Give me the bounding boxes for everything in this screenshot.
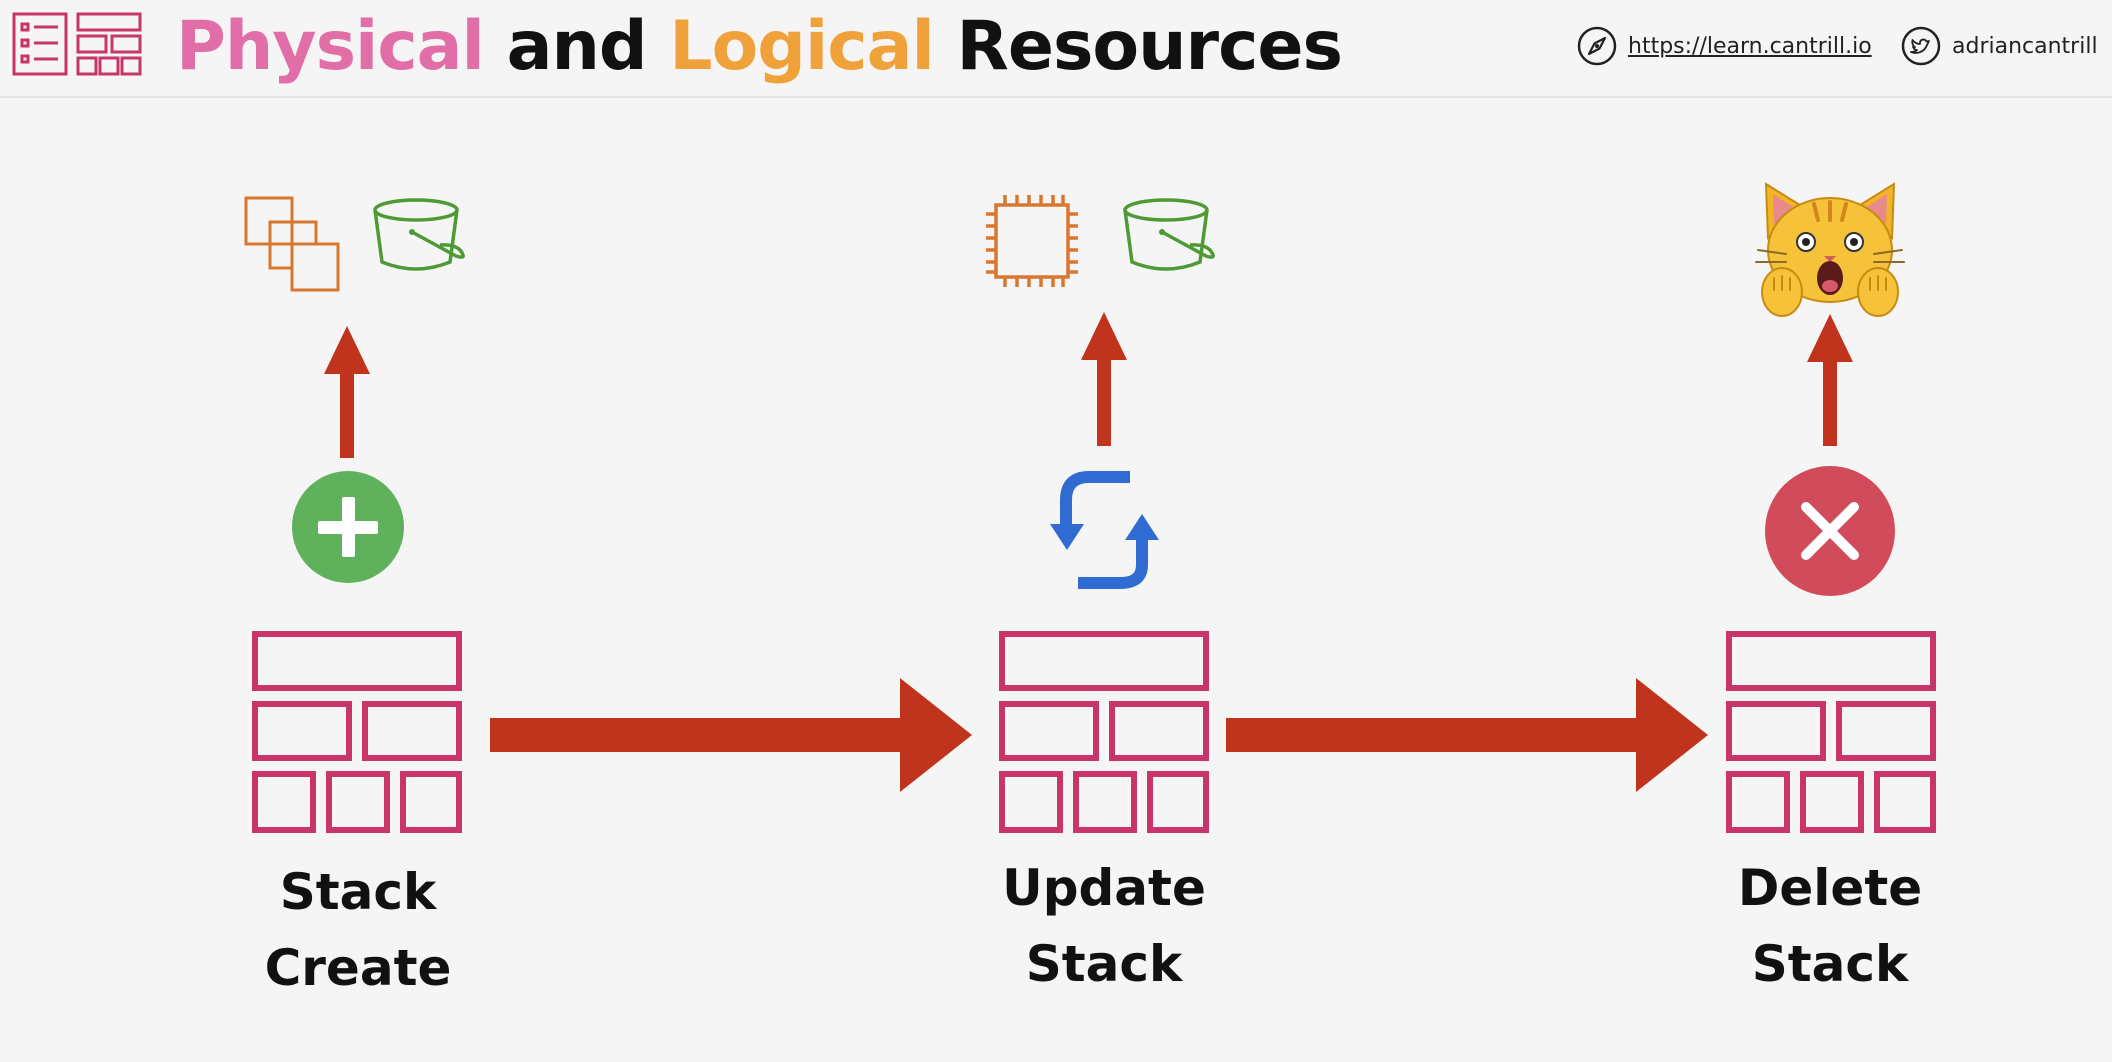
stage-label-update-line1: Update — [1002, 859, 1206, 917]
ec2-instance-chip-icon — [986, 195, 1078, 287]
s3-bucket-icon — [373, 198, 465, 271]
cloudformation-logo-icon — [12, 12, 142, 76]
arrow-up-update — [1081, 312, 1127, 446]
website-url[interactable]: https://learn.cantrill.io — [1628, 33, 1872, 59]
ec2-instances-icon — [244, 196, 340, 292]
stage-label-delete-line1: Delete — [1737, 859, 1923, 917]
stage-label-delete: Delete Stack — [1670, 850, 1990, 1002]
arrow-up-delete — [1807, 314, 1853, 446]
arrow-right-update-to-delete — [1226, 678, 1708, 792]
stage-label-create-line1: Stack — [279, 863, 437, 921]
arrow-right-create-to-update — [490, 678, 972, 792]
page-title: Physical and Logical Resources — [176, 4, 1343, 90]
refresh-icon — [1050, 471, 1159, 589]
stage-label-create: Stack Create — [198, 854, 518, 1006]
title-word-and: and — [506, 7, 648, 86]
twitter-link[interactable]: adriancantrill — [1900, 24, 2098, 68]
stack-icon-create — [255, 634, 459, 830]
stage-label-create-line2: Create — [264, 939, 452, 997]
close-icon — [1765, 466, 1895, 596]
stage-update — [986, 195, 1215, 830]
stage-label-update-line2: Stack — [1025, 935, 1183, 993]
stage-label-update: Update Stack — [944, 850, 1264, 1002]
stage-label-delete-line2: Stack — [1751, 935, 1909, 993]
twitter-handle[interactable]: adriancantrill — [1952, 33, 2098, 59]
stage-delete — [1729, 314, 1933, 830]
screaming-cat-emoji — [1755, 182, 1905, 317]
s3-bucket-icon — [1123, 198, 1215, 271]
compass-icon — [1577, 26, 1617, 66]
arrow-up-create — [324, 326, 370, 458]
website-link[interactable]: https://learn.cantrill.io — [1576, 24, 1872, 68]
stage-create — [244, 196, 465, 830]
twitter-icon — [1901, 26, 1941, 66]
plus-icon — [292, 471, 404, 583]
slide-header: Physical and Logical Resources https://l… — [0, 0, 2112, 98]
title-word-physical: Physical — [176, 7, 485, 86]
title-word-logical: Logical — [669, 7, 935, 86]
stack-icon-update — [1002, 634, 1206, 830]
stack-icon-delete — [1729, 634, 1933, 830]
title-word-resources: Resources — [956, 7, 1343, 86]
